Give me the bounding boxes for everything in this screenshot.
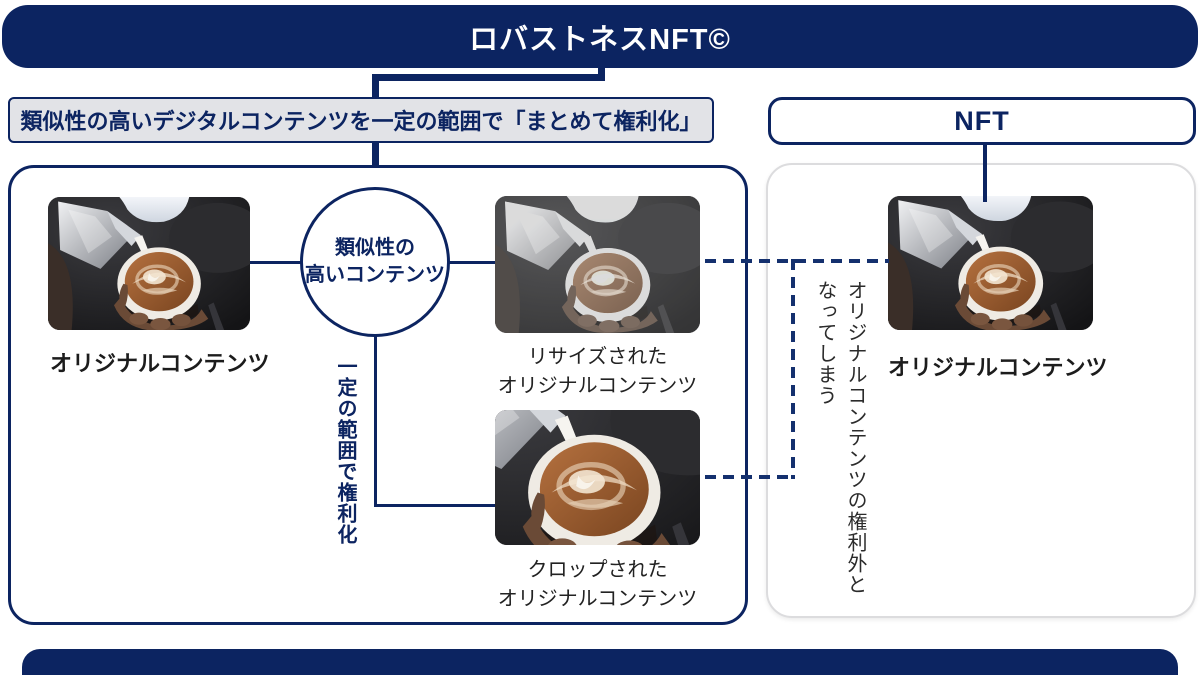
resized-caption-line2: オリジナルコンテンツ [497,375,698,397]
link-circle-down [374,335,377,507]
dashed-link-resized-to-nft [705,259,889,263]
nft-heading-label: NFT [954,105,1010,136]
cropped-content-caption: クロップされた オリジナルコンテンツ [470,556,725,614]
link-down-to-cropped [374,504,495,507]
nft-heading-box: NFT [768,97,1196,145]
bundle-heading-label: 類似性の高いデジタルコンテンツを一定の範囲で「まとめて権利化」 [20,109,702,134]
resized-caption-line1: リサイズされた [527,346,668,368]
original-content-image [48,197,250,330]
link-original-to-circle [250,261,302,264]
nft-original-content-label: オリジナルコンテンツ [888,355,1108,380]
cropped-content-image [495,410,700,545]
connector-banner-stub [598,64,605,80]
cropped-caption-line1: クロップされた [527,559,668,581]
rights-excluded-vertical-note: オリジナルコンテンツの権利外となってしまう [814,280,866,595]
cropped-caption-line2: オリジナルコンテンツ [497,588,698,610]
connector-horizontal [372,74,605,81]
similarity-circle-line2: 高いコンテンツ [305,264,445,286]
dashed-link-cropped [705,475,795,479]
resized-content-caption: リサイズされた オリジナルコンテンツ [470,343,725,401]
title-banner: ロバストネスNFT© [2,5,1198,68]
similarity-circle-line1: 類似性の [335,237,415,259]
dashed-link-vertical [791,259,795,479]
rights-range-vertical-note: 一定の範囲で権利化 [334,356,356,545]
nft-original-content-image [888,196,1093,330]
resized-content-image [495,196,700,333]
link-circle-to-resized [448,261,495,264]
similarity-circle: 類似性の 高いコンテンツ [300,187,450,337]
connector-nft-line [983,144,987,202]
bundle-heading-bar: 類似性の高いデジタルコンテンツを一定の範囲で「まとめて権利化」 [8,97,714,143]
original-content-label: オリジナルコンテンツ [50,351,270,376]
bottom-banner-edge [22,649,1178,675]
page-title: ロバストネスNFT© [469,23,731,56]
